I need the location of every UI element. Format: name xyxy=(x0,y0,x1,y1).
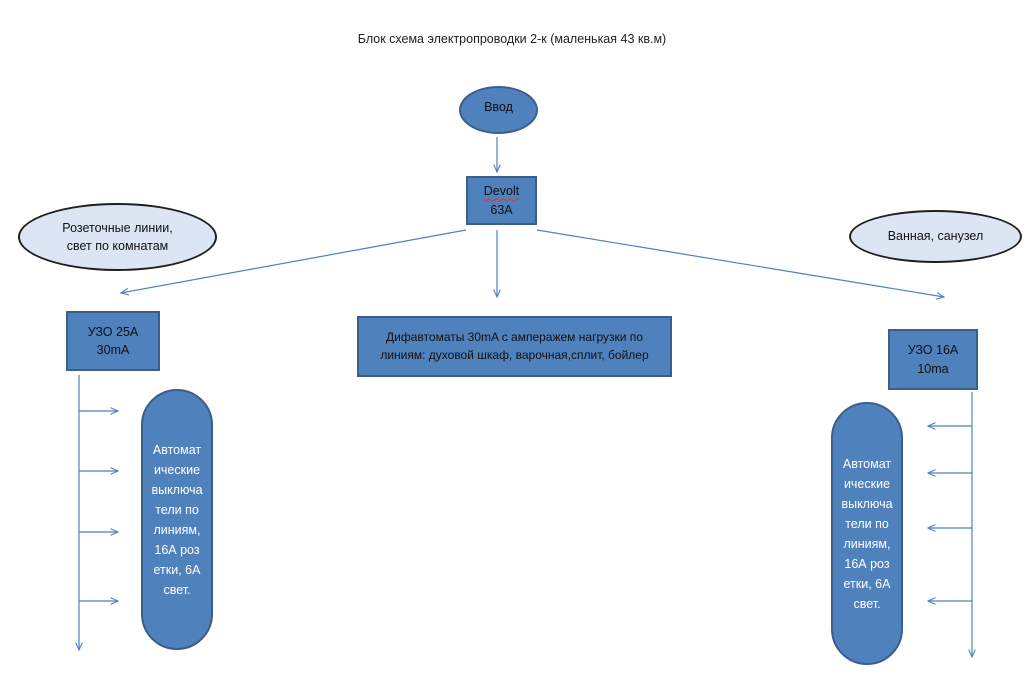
diagram-title: Блок схема электропроводки 2-к (маленька… xyxy=(357,32,667,46)
left-group-line2: свет по комнатам xyxy=(66,239,169,253)
left-rcd-line2: 30mA xyxy=(96,343,130,357)
center-diff-line2: линиям: духовой шкаф, варочная,сплит, бо… xyxy=(380,347,649,362)
arrow-main-to-right xyxy=(536,229,944,297)
left-group-line1: Розеточные линии, xyxy=(62,220,173,235)
right-group-label: Ванная, санузел xyxy=(887,229,984,244)
left-rcd-node: УЗО 25А 30mA xyxy=(66,311,160,371)
arrow-main-to-left xyxy=(121,229,467,293)
left-breakers-label: Автоматические выключатели по линиям, 16… xyxy=(151,442,203,597)
right-group-node: Ванная, санузел xyxy=(849,210,1022,263)
main-breaker-line1: Devolt xyxy=(483,184,520,199)
left-group-node: Розеточные линии, свет по комнатам xyxy=(18,203,217,271)
center-diff-node: Дифавтоматы 30mA с амперажем нагрузки по… xyxy=(357,316,672,377)
input-node: Ввод xyxy=(459,86,538,134)
right-rcd-line2: 10ma xyxy=(917,361,949,376)
right-rcd-line1: УЗО 16А xyxy=(907,343,959,358)
right-breakers-node: Автоматические выключатели по линиям, 16… xyxy=(831,402,903,665)
main-breaker-node: Devolt 63A xyxy=(466,176,537,225)
left-breakers-node: Автоматические выключатели по линиям, 16… xyxy=(141,389,213,650)
left-rcd-line1: УЗО 25А xyxy=(87,324,139,339)
right-breakers-label: Автоматические выключатели по линиям, 16… xyxy=(841,456,893,611)
input-label: Ввод xyxy=(484,99,513,114)
right-rcd-node: УЗО 16А 10ma xyxy=(888,329,978,390)
main-breaker-line2: 63A xyxy=(490,202,513,217)
center-diff-line1: Дифавтоматы 30mA с амперажем нагрузки по xyxy=(386,330,643,345)
